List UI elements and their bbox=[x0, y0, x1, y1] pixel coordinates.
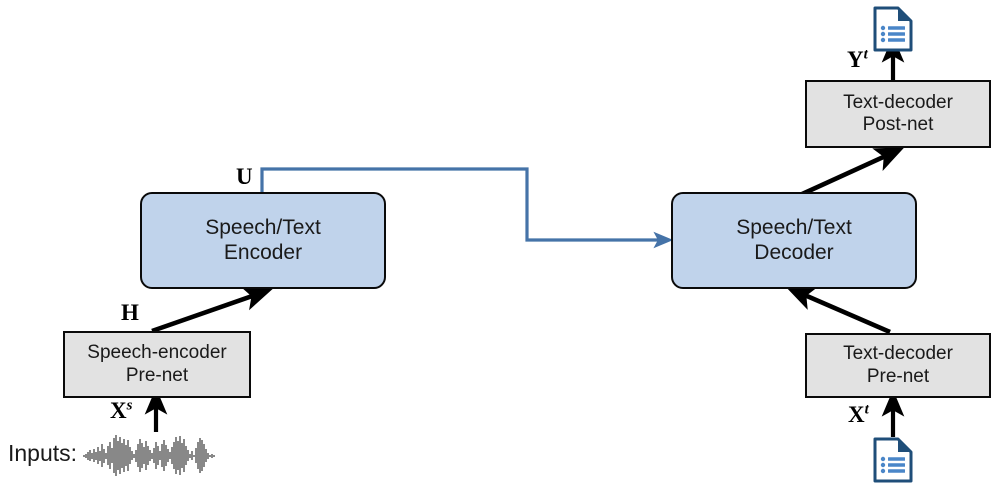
inputs-label-text: Inputs: bbox=[8, 440, 78, 466]
label-x-speech-sup: s bbox=[126, 397, 133, 414]
text-prenet-to-decoder-arrow bbox=[785, 286, 891, 335]
text-decoder-postnet-block[interactable]: Text-decoder Post-net bbox=[805, 80, 991, 148]
text-decoder-prenet-line1: Text-decoder bbox=[843, 343, 953, 365]
speech-text-encoder-line1: Speech/Text bbox=[205, 215, 321, 239]
label-y-text-sup: t bbox=[863, 46, 868, 63]
speech-encoder-prenet-line2: Pre-net bbox=[125, 364, 189, 386]
document-icon-input bbox=[871, 437, 915, 483]
decoder-to-postnet-arrow bbox=[799, 147, 905, 198]
label-x-speech: Xs bbox=[110, 398, 132, 424]
label-x-text-base: X bbox=[848, 402, 865, 427]
label-y-text: Yt bbox=[847, 47, 868, 73]
speech-text-encoder-line2: Encoder bbox=[223, 240, 303, 264]
label-h: H bbox=[121, 300, 139, 326]
speech-text-decoder-line2: Decoder bbox=[754, 240, 834, 264]
speech-text-decoder-block[interactable]: Speech/Text Decoder bbox=[671, 192, 917, 289]
document-icon-output bbox=[871, 6, 915, 52]
label-x-text-sup: t bbox=[864, 401, 869, 418]
text-decoder-postnet-line2: Post-net bbox=[862, 114, 934, 135]
speech-encoder-prenet-line1: Speech-encoder bbox=[87, 342, 227, 364]
prenet-to-encoder-arrow bbox=[151, 286, 273, 334]
label-u-text: U bbox=[236, 164, 253, 189]
speech-text-decoder-line1: Speech/Text bbox=[736, 215, 852, 239]
label-y-text-base: Y bbox=[847, 47, 864, 72]
label-h-text: H bbox=[121, 300, 139, 325]
text-decoder-postnet-line1: Text-decoder bbox=[843, 91, 953, 113]
waveform-icon bbox=[82, 430, 224, 482]
speech-text-encoder-block[interactable]: Speech/Text Encoder bbox=[140, 192, 386, 289]
label-u: U bbox=[236, 164, 253, 190]
label-x-speech-base: X bbox=[110, 398, 127, 423]
text-decoder-prenet-block[interactable]: Text-decoder Pre-net bbox=[805, 333, 991, 398]
label-x-text: Xt bbox=[848, 402, 869, 428]
text-decoder-prenet-line2: Pre-net bbox=[866, 365, 930, 387]
speech-encoder-prenet-block[interactable]: Speech-encoder Pre-net bbox=[63, 331, 251, 398]
inputs-label: Inputs: bbox=[8, 440, 77, 467]
